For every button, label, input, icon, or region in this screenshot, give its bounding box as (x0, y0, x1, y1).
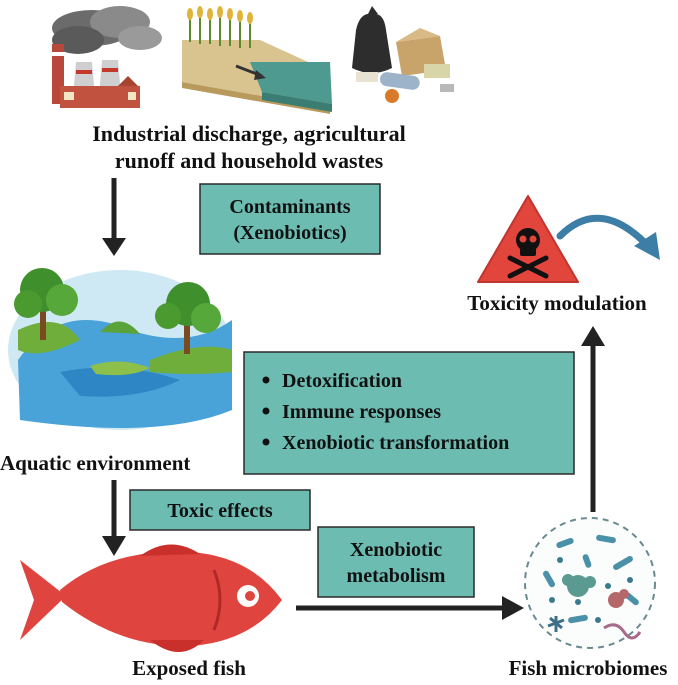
factory-icon (52, 6, 162, 108)
farm-runoff-icon (182, 6, 332, 114)
xenobiotic-metabolism-line2: metabolism (347, 565, 446, 587)
bullet-dot (262, 438, 270, 446)
arrowhead-sources-to-aquatic (102, 238, 126, 256)
curved-arrow-icon (556, 214, 652, 250)
process-item: Xenobiotic transformation (262, 432, 509, 454)
arrowhead-aquatic-to-fish (102, 536, 126, 556)
microbiome-label: Fish microbiomes (509, 656, 668, 680)
xenobiotic-metabolism-line1: Xenobiotic (350, 539, 442, 561)
process-item: Immune responses (262, 401, 441, 423)
arrowhead-microbiome-to-toxicity (581, 326, 605, 346)
sources-label-line2: runoff and household wastes (115, 148, 384, 173)
bullet-dot (262, 376, 270, 384)
process-item: Detoxification (262, 370, 402, 392)
aquatic-label: Aquatic environment (0, 451, 190, 475)
fish-icon (20, 544, 282, 652)
contaminants-line1: Contaminants (229, 196, 350, 218)
skull-warning-icon (477, 195, 579, 283)
bullet-dot (262, 407, 270, 415)
process-item-detox: Detoxification (282, 370, 402, 392)
contaminants-line2: (Xenobiotics) (233, 222, 346, 244)
household-waste-icon (352, 6, 454, 103)
process-item-transformation: Xenobiotic transformation (282, 432, 509, 454)
contaminants-box (199, 183, 381, 255)
toxic-effects-label: Toxic effects (167, 500, 273, 522)
curved-arrowhead-icon (634, 232, 660, 260)
toxicity-label: Toxicity modulation (467, 291, 647, 315)
fish-label: Exposed fish (132, 656, 246, 680)
microbiome-icon (524, 517, 656, 649)
xenobiotic-metabolism-box (317, 526, 475, 598)
process-item-immune: Immune responses (282, 401, 441, 423)
arrowhead-fish-to-microbiome (502, 596, 524, 620)
river-landscape-icon (8, 268, 232, 430)
toxic-effects-box (129, 489, 311, 531)
sources-label-line1: Industrial discharge, agricultural (92, 121, 406, 146)
processes-box (243, 351, 575, 475)
